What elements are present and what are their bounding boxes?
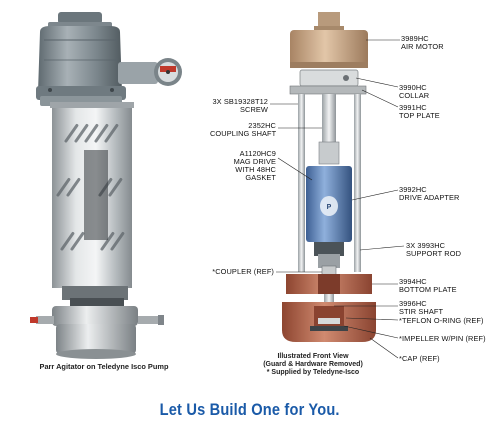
- left-photo-caption: Parr Agitator on Teledyne Isco Pump: [39, 362, 169, 371]
- label-coupler: *COUPLER (REF): [212, 267, 274, 276]
- label-top-plate: 3991HC TOP PLATE: [399, 103, 440, 120]
- label-coupling-shaft: 2352HC COUPLING SHAFT: [210, 121, 277, 138]
- leader-lines: [270, 39, 405, 359]
- top-plate-part: [289, 85, 367, 95]
- pump-head: [30, 286, 164, 359]
- label-stir-shaft: 3996HC STIR SHAFT: [399, 299, 444, 316]
- label-mag-drive: A1120HC9 MAG DRIVE WITH 48HC GASKET: [233, 149, 276, 182]
- front-view-caption: Illustrated Front View (Guard & Hardware…: [263, 353, 363, 376]
- svg-text:P: P: [327, 204, 332, 211]
- motor-housing: [36, 12, 182, 106]
- support-rod-left: [298, 94, 305, 272]
- label-support-rod: 3X 3993HC SUPPORT ROD: [406, 241, 462, 258]
- support-rod-right: [354, 94, 361, 272]
- label-air-motor: 3989HC AIR MOTOR: [401, 34, 444, 51]
- label-drive-adapter: 3992HC DRIVE ADAPTER: [399, 185, 460, 202]
- label-screw: 3X SB19328T12 SCREW: [212, 97, 268, 114]
- tagline: Let Us Build One for You.: [159, 400, 341, 419]
- collar-part: [299, 69, 359, 87]
- label-teflon-oring: *TEFLON O-RING (REF): [399, 316, 484, 325]
- coupling-shaft-part: [322, 94, 336, 144]
- front-view-drawing: P: [282, 12, 376, 342]
- air-motor-part: [290, 30, 368, 68]
- label-cap: *CAP (REF): [399, 354, 440, 363]
- label-impeller: *IMPELLER W/PIN (REF): [399, 334, 486, 343]
- cage-guard: [50, 102, 134, 288]
- label-collar: 3990HC COLLAR: [399, 83, 430, 100]
- label-bottom-plate: 3994HC BOTTOM PLATE: [399, 277, 457, 294]
